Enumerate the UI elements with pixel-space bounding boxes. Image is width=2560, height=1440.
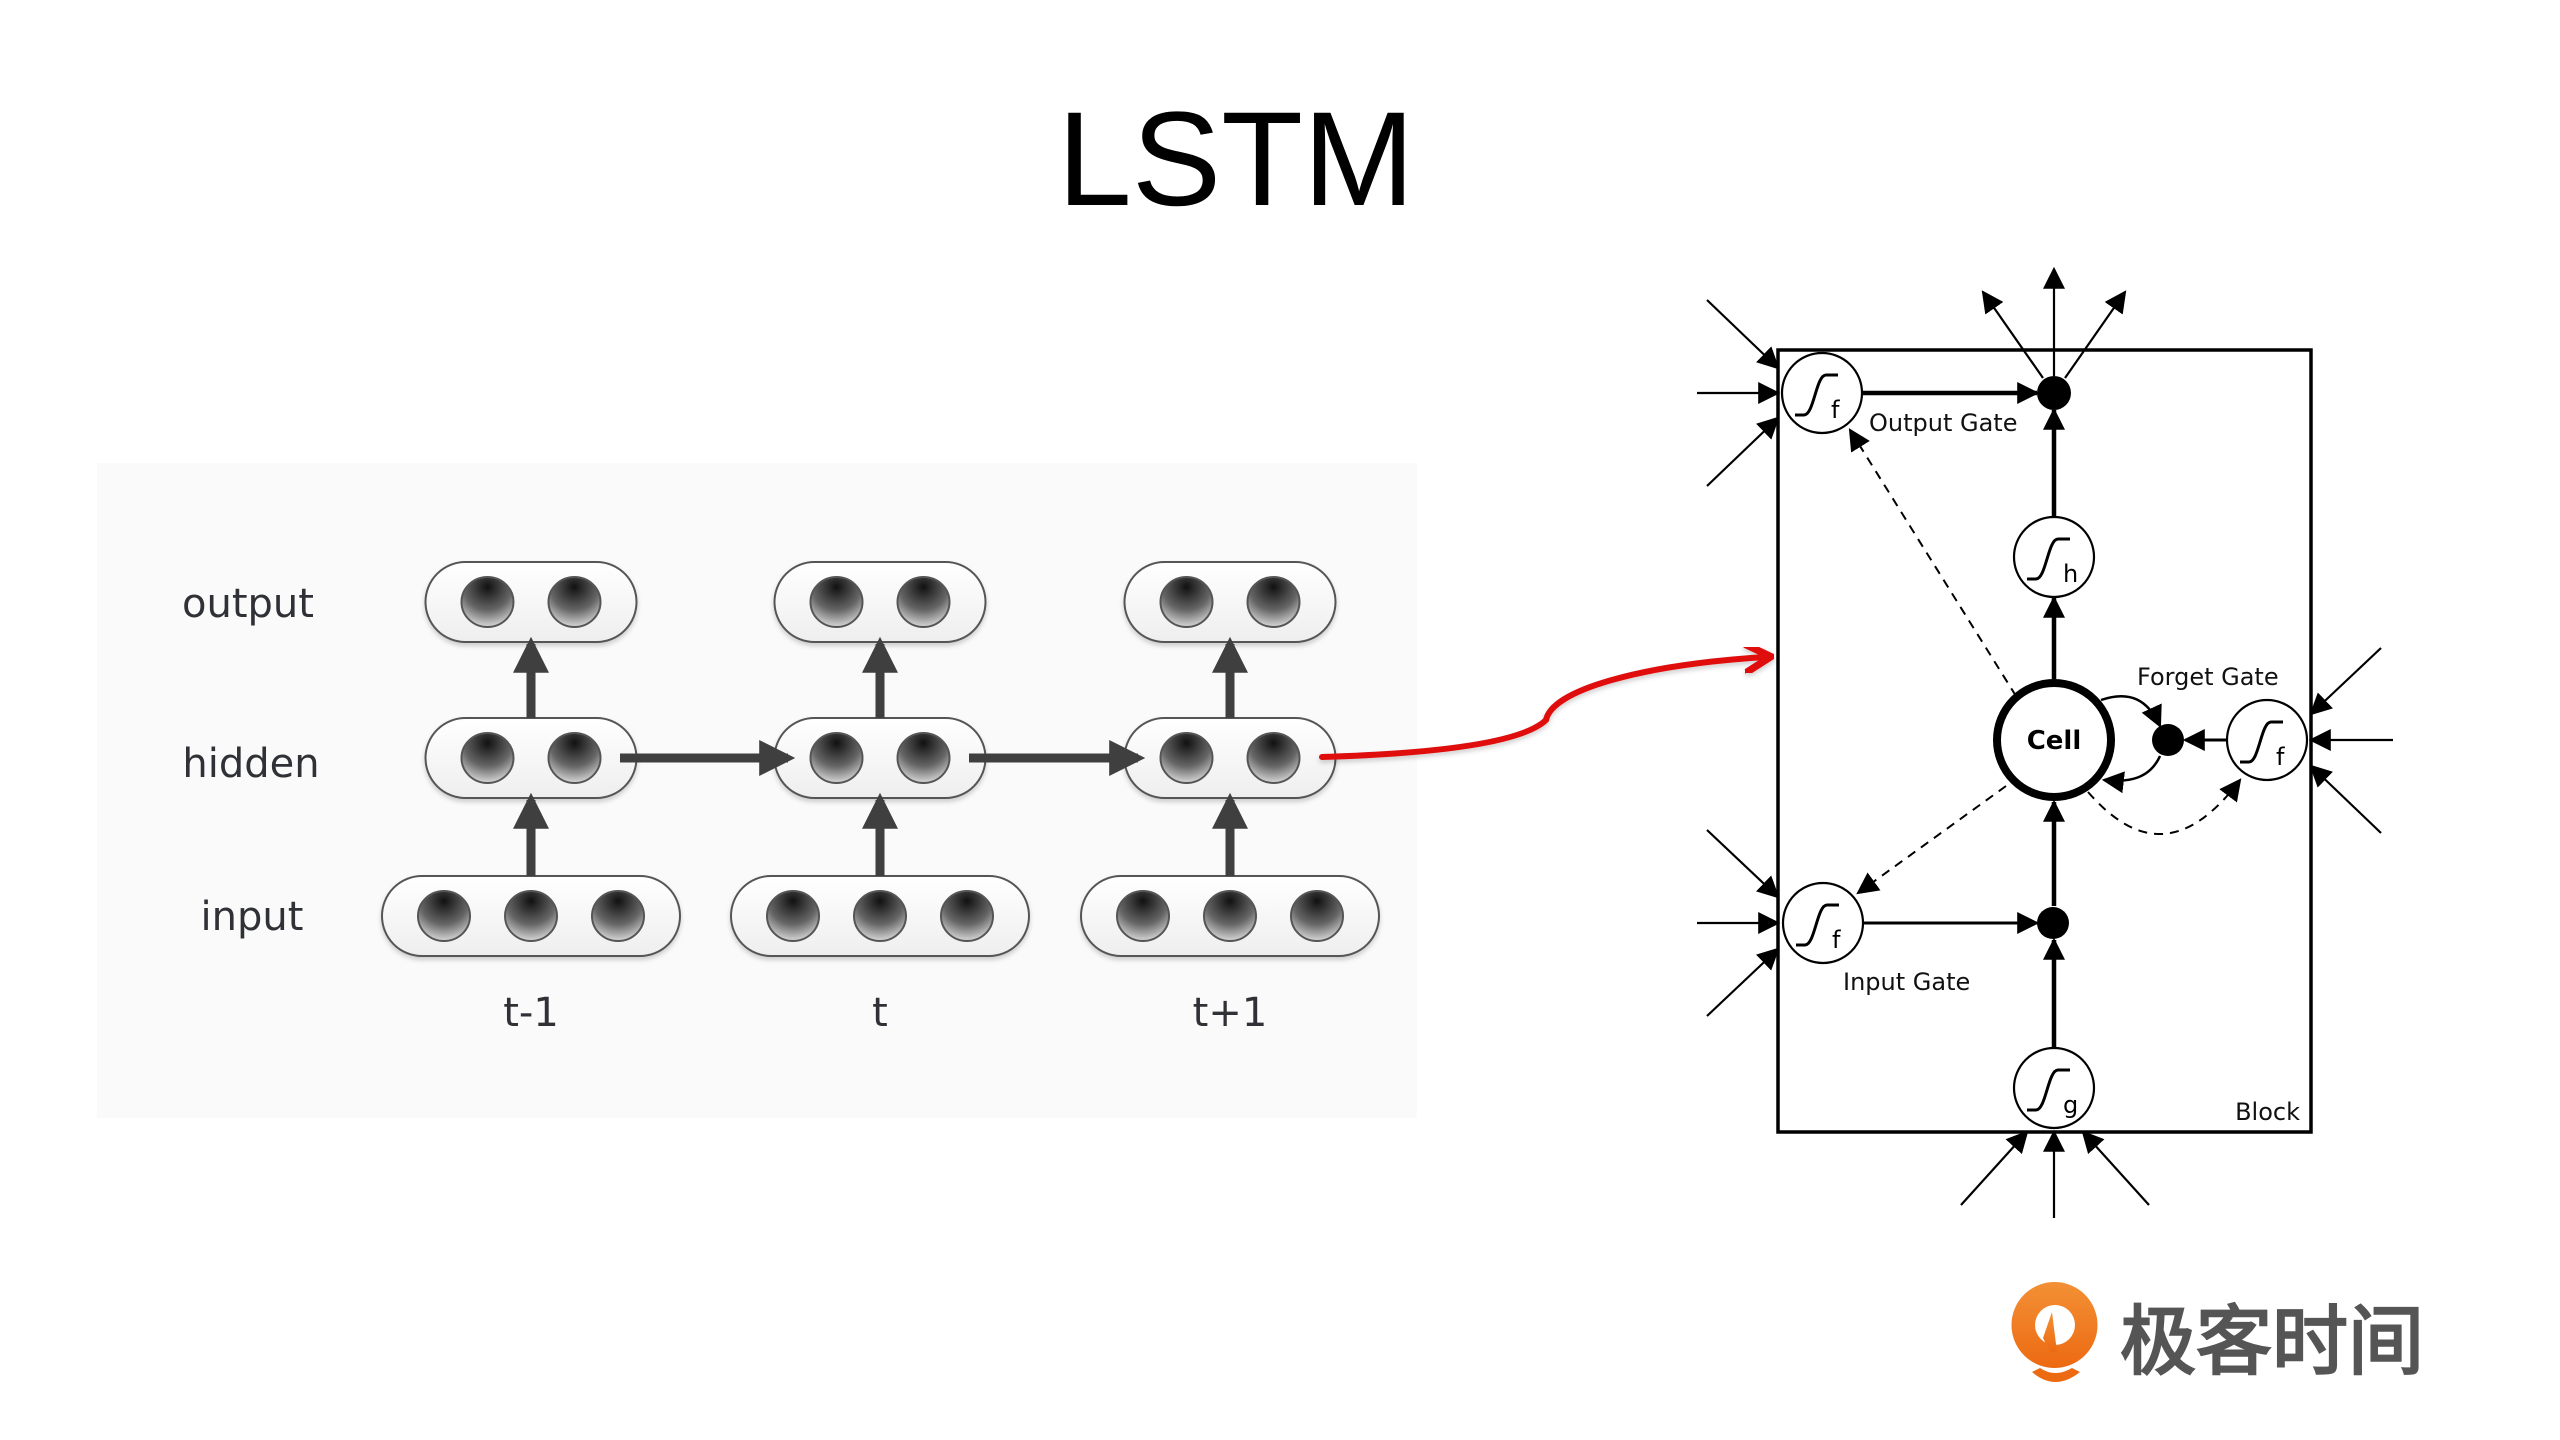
sigmoid-circle (2012, 515, 2096, 599)
time-label-t: t (872, 990, 888, 1036)
input-unit-node (766, 890, 820, 942)
row-label-output: output (182, 581, 314, 627)
input-gate-inputs (1697, 829, 1781, 1017)
hidden-unit-node (809, 732, 864, 784)
hidden-layer-pill (424, 717, 638, 799)
time-label-t-minus-1: t-1 (503, 990, 559, 1036)
output-layer-pill (424, 561, 638, 643)
forget-gate-sigmoid: f (2225, 698, 2309, 782)
output-gate-label: Output Gate (1869, 409, 2017, 437)
cell-input-sigmoid: g (2012, 1046, 2096, 1130)
output-unit-node (896, 576, 951, 628)
cell-input-inputs (1960, 1129, 2150, 1218)
output-unit-node (547, 576, 602, 628)
forget-multiplier-node (2152, 724, 2184, 756)
forget-gate-inputs (2308, 647, 2393, 834)
output-layer-pill (773, 561, 987, 643)
sigmoid-units: f h f f g (1780, 351, 2309, 1130)
sigmoid-circle (2012, 1046, 2096, 1130)
input-unit-node (1290, 890, 1344, 942)
sigmoid-circle (1780, 351, 1864, 435)
hidden-unit-node (1159, 732, 1214, 784)
input-gate-label: Input Gate (1843, 968, 1970, 996)
rnn-diagram: output hidden input t-1 t t+1 (97, 463, 1417, 1118)
cell-label: Cell (2027, 726, 2082, 756)
input-unit-node (417, 890, 471, 942)
peephole-connections (1848, 428, 2242, 895)
hidden-layer-pill (773, 717, 987, 799)
output-unit-node (1159, 576, 1214, 628)
output-unit-node (809, 576, 864, 628)
input-gate-sigmoid: f (1781, 881, 1865, 965)
sigmoid-circle (1781, 881, 1865, 965)
sigmoid-subscript: f (2276, 743, 2285, 771)
sigmoid-curve-icon (2240, 720, 2283, 764)
rnn-time-steps (381, 561, 1380, 957)
sigmoid-subscript: h (2063, 560, 2078, 588)
output-unit-node (460, 576, 515, 628)
time-step-t+1 (1080, 561, 1380, 957)
time-label-t-plus-1: t+1 (1193, 990, 1268, 1036)
sigmoid-curve-icon (1795, 373, 1838, 417)
hidden-unit-node (460, 732, 515, 784)
input-multiplier-node (2037, 907, 2069, 939)
input-unit-node (504, 890, 558, 942)
input-unit-node (591, 890, 645, 942)
input-unit-node (1116, 890, 1170, 942)
lstm-block-diagram: Block (1697, 266, 2393, 1218)
output-unit-node (1246, 576, 1301, 628)
hidden-unit-node (547, 732, 602, 784)
time-step-t-1 (381, 561, 681, 957)
cell-self-loop-in (2101, 755, 2162, 794)
row-label-hidden: hidden (182, 741, 319, 787)
hidden-layer-pill (1123, 717, 1337, 799)
input-unit-node (940, 890, 994, 942)
hidden-unit-node (1246, 732, 1301, 784)
block-outputs (1981, 266, 2127, 379)
sigmoid-subscript: g (2063, 1091, 2078, 1119)
forget-gate-label: Forget Gate (2137, 663, 2279, 691)
sigmoid-subscript: f (1831, 396, 1840, 424)
internal-connections (1863, 382, 2227, 1047)
time-step-t (730, 561, 1030, 957)
sigmoid-curve-icon (2027, 1068, 2070, 1112)
logo-text: 极客时间 (2120, 1297, 2424, 1386)
input-unit-node (853, 890, 907, 942)
slide-title: LSTM (1057, 85, 1414, 234)
hidden-unit-node (896, 732, 951, 784)
output-gate-sigmoid: f (1780, 351, 1864, 435)
output-layer-pill (1123, 561, 1337, 643)
input-unit-node (1203, 890, 1257, 942)
cell-output-sigmoid: h (2012, 515, 2096, 599)
block-label: Block (2235, 1098, 2300, 1126)
cell-node (1993, 679, 2115, 801)
geektime-logo: 极客时间 (2011, 1282, 2424, 1386)
sigmoid-curve-icon (2027, 537, 2070, 581)
cell-self-loop-out (2100, 695, 2162, 728)
row-label-input: input (201, 894, 304, 940)
sigmoid-circle (2225, 698, 2309, 782)
output-gate-inputs (1697, 299, 1781, 487)
sigmoid-subscript: f (1832, 926, 1841, 954)
output-multiplier-node (2037, 376, 2071, 410)
sigmoid-curve-icon (1796, 903, 1839, 947)
geektime-logo-icon (2011, 1282, 2098, 1382)
hidden-to-lstm-connector-arrow (1319, 657, 1765, 760)
